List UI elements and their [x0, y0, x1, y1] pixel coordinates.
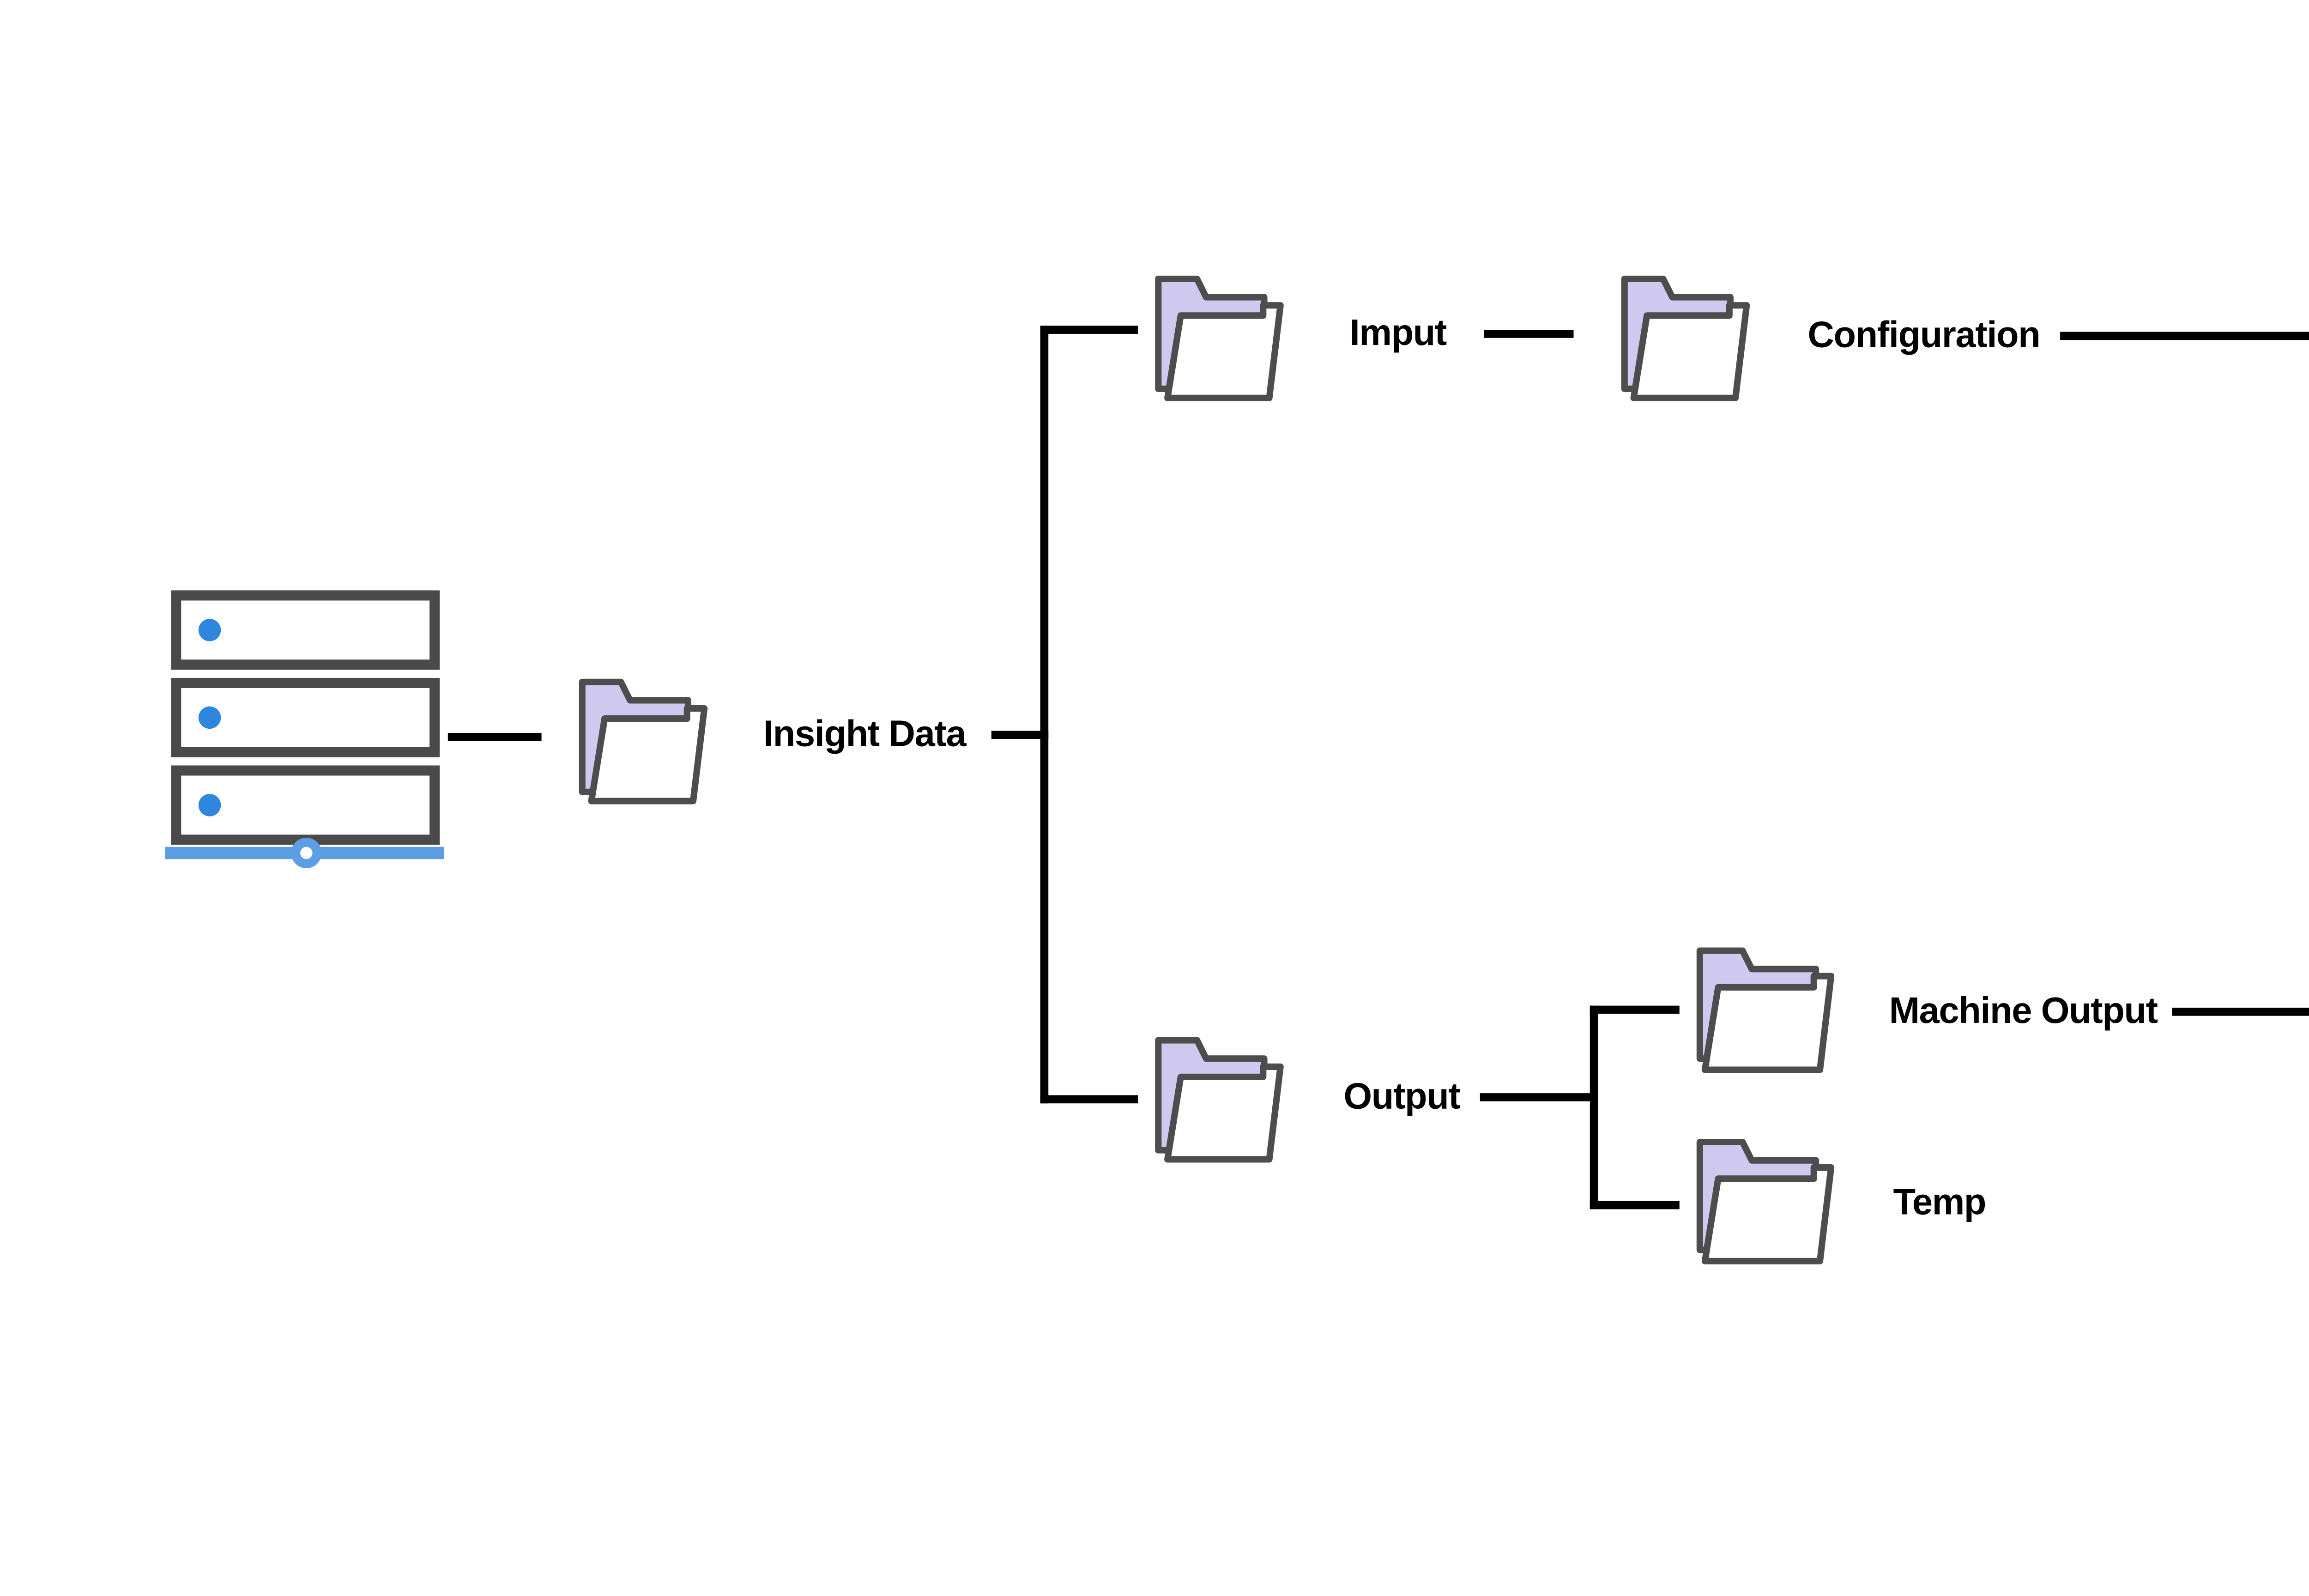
- edge-bracket-to-machine-output: [1590, 1005, 1680, 1014]
- folder-icon-configuration: [1614, 263, 1794, 405]
- edge-output-to-bracket: [1480, 1093, 1598, 1101]
- edge-configuration-to-bracket: [2060, 332, 2309, 340]
- folder-icon-output: [1148, 1024, 1327, 1167]
- server-led-icon: [198, 706, 221, 729]
- label-output: Output: [1343, 1076, 1460, 1117]
- edge-bracket-to-output: [1040, 1095, 1138, 1104]
- folder-icon-temp: [1692, 1128, 1871, 1270]
- edge-machine-output-to-note: [2172, 1008, 2309, 1016]
- label-insight-data: Insight Data: [763, 713, 967, 755]
- folder-icon-imput: [1148, 263, 1327, 405]
- edge-server-to-insight-data: [447, 732, 542, 741]
- bracket-insight-children-vertical: [1040, 326, 1049, 1104]
- label-imput: Imput: [1349, 312, 1447, 353]
- label-temp: Temp: [1893, 1181, 1987, 1223]
- edge-insight-data-to-bracket: [991, 731, 1049, 739]
- edge-bracket-to-temp: [1590, 1201, 1680, 1209]
- edge-bracket-to-imput: [1040, 326, 1138, 334]
- folder-icon-machine-output: [1692, 937, 1871, 1079]
- server-icon: [165, 590, 444, 869]
- edge-imput-to-configuration: [1484, 330, 1574, 338]
- label-machine-output: Machine Output: [1889, 990, 2158, 1031]
- server-led-icon: [198, 619, 221, 641]
- bracket-output-children-vertical: [1590, 1005, 1598, 1209]
- server-led-icon: [198, 794, 221, 816]
- folder-icon-insight-data: [572, 665, 751, 808]
- label-configuration: Configuration: [1807, 314, 2040, 356]
